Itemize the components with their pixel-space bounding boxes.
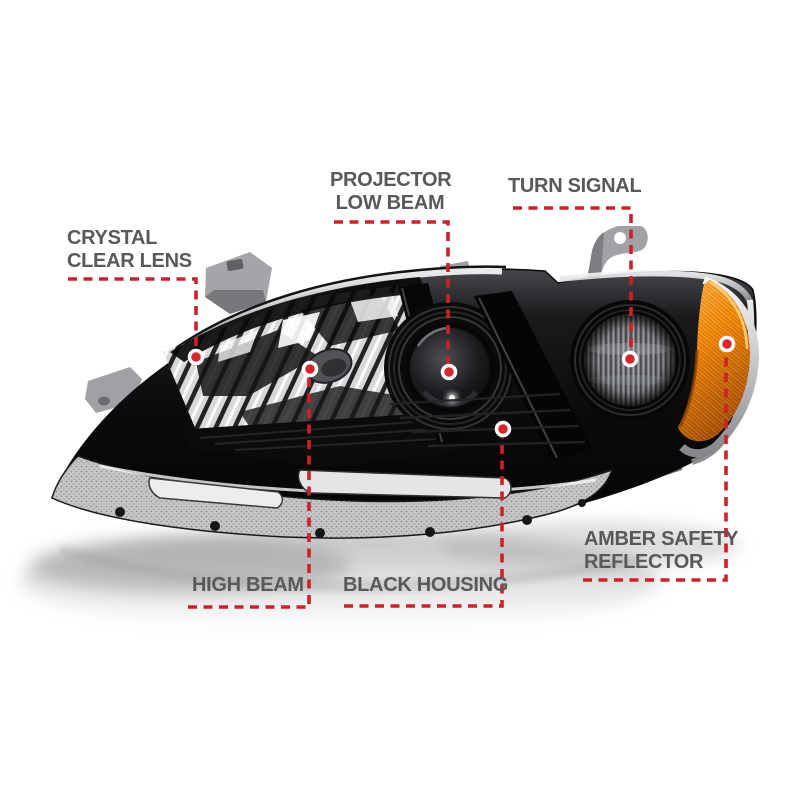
label-turn-signal: TURN SIGNAL: [508, 175, 642, 197]
housing-divider-right: [389, 291, 592, 462]
amber-safety-reflector-part: [678, 276, 760, 458]
callout-dot-turn-signal: [621, 350, 639, 368]
callout-dot-projector-low-beam: [440, 363, 458, 381]
bottom-chrome-band: [51, 455, 614, 539]
label-projector-low-beam: PROJECTOR LOW BEAM: [330, 169, 452, 214]
callout-line-high-beam: [188, 377, 311, 609]
callout-dot-amber-safety-reflector: [718, 335, 736, 353]
label-amber-safety-reflector: AMBER SAFETY REFLECTOR: [584, 528, 739, 573]
callout-line-turn-signal: [513, 206, 633, 351]
callout-dot-crystal-clear-lens: [187, 348, 205, 366]
callout-line-amber-safety-reflector: [583, 352, 728, 582]
callout-line-crystal-clear-lens: [68, 277, 198, 350]
label-crystal-clear-lens: CRYSTAL CLEAR LENS: [67, 227, 192, 272]
lower-rib-band: [175, 412, 462, 467]
callout-line-projector-low-beam: [334, 220, 450, 364]
callout-line-black-housing: [344, 437, 504, 608]
callout-dot-black-housing: [494, 420, 512, 438]
label-high-beam: HIGH BEAM: [192, 574, 304, 596]
label-black-housing: BLACK HOUSING: [343, 574, 508, 596]
callout-dot-high-beam: [301, 360, 319, 378]
floor-reflection: [20, 521, 740, 630]
